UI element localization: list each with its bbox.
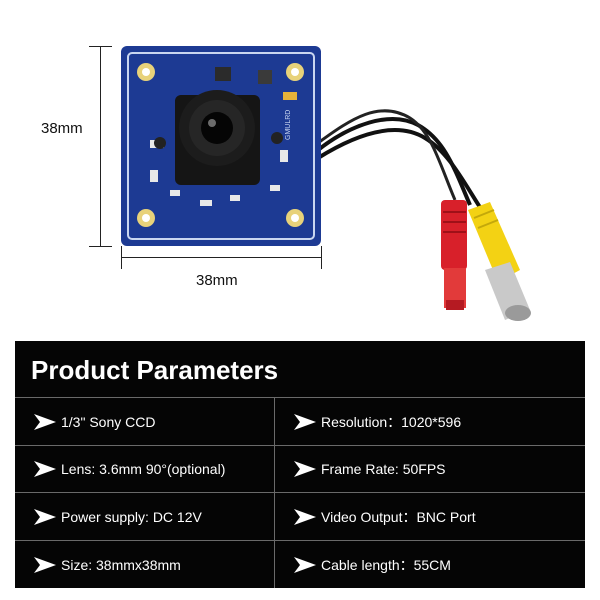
arrow-icon	[33, 413, 57, 431]
arrow-icon	[33, 556, 57, 574]
board-silkscreen-text: GMULRD	[285, 110, 292, 140]
arrow-icon	[293, 556, 317, 574]
divider	[15, 492, 585, 493]
divider	[15, 540, 585, 541]
height-dimension-cap-top	[89, 46, 112, 47]
param-label: Lens: 3.6mm 90°(optional)	[61, 460, 226, 477]
arrow-icon	[293, 413, 317, 431]
param-label: Cable length：55CM	[321, 556, 451, 573]
param-power-supply: Power supply: DC 12V	[33, 493, 202, 540]
arrow-icon	[33, 508, 57, 526]
camera-board-illustration: GMULRD	[121, 46, 531, 321]
param-sensor: 1/3" Sony CCD	[33, 398, 155, 445]
arrow-icon	[293, 508, 317, 526]
param-label: Resolution：1020*596	[321, 413, 462, 430]
width-dimension-label: 38mm	[196, 272, 238, 289]
param-label: Frame Rate: 50FPS	[321, 460, 446, 477]
divider	[15, 397, 585, 398]
param-video-output: Video Output：BNC Port	[293, 493, 476, 540]
divider	[15, 445, 585, 446]
height-dimension-line	[100, 46, 101, 246]
param-label: 1/3" Sony CCD	[61, 413, 156, 430]
column-divider	[274, 397, 275, 588]
width-dimension-line	[121, 257, 321, 258]
param-resolution: Resolution：1020*596	[293, 398, 461, 445]
product-parameters-panel: Product Parameters 1/3" Sony CCD Resolut…	[15, 341, 585, 588]
arrow-icon	[293, 460, 317, 478]
height-dimension-label: 38mm	[41, 120, 83, 137]
param-size: Size: 38mmx38mm	[33, 541, 181, 588]
product-photo: GMULRD 38mm 38mm	[41, 46, 531, 321]
param-label: Size: 38mmx38mm	[61, 556, 181, 573]
param-label: Video Output：BNC Port	[321, 508, 476, 525]
param-label: Power supply: DC 12V	[61, 508, 202, 525]
arrow-icon	[33, 460, 57, 478]
width-dimension-cap-left	[121, 246, 122, 269]
red-power-connector	[441, 200, 467, 310]
yellow-bnc-connector	[468, 202, 531, 321]
panel-title: Product Parameters	[31, 355, 279, 385]
height-dimension-cap-bottom	[89, 246, 112, 247]
param-lens: Lens: 3.6mm 90°(optional)	[33, 445, 225, 492]
param-frame-rate: Frame Rate: 50FPS	[293, 445, 446, 492]
width-dimension-cap-right	[321, 246, 322, 269]
param-cable-length: Cable length：55CM	[293, 541, 451, 588]
